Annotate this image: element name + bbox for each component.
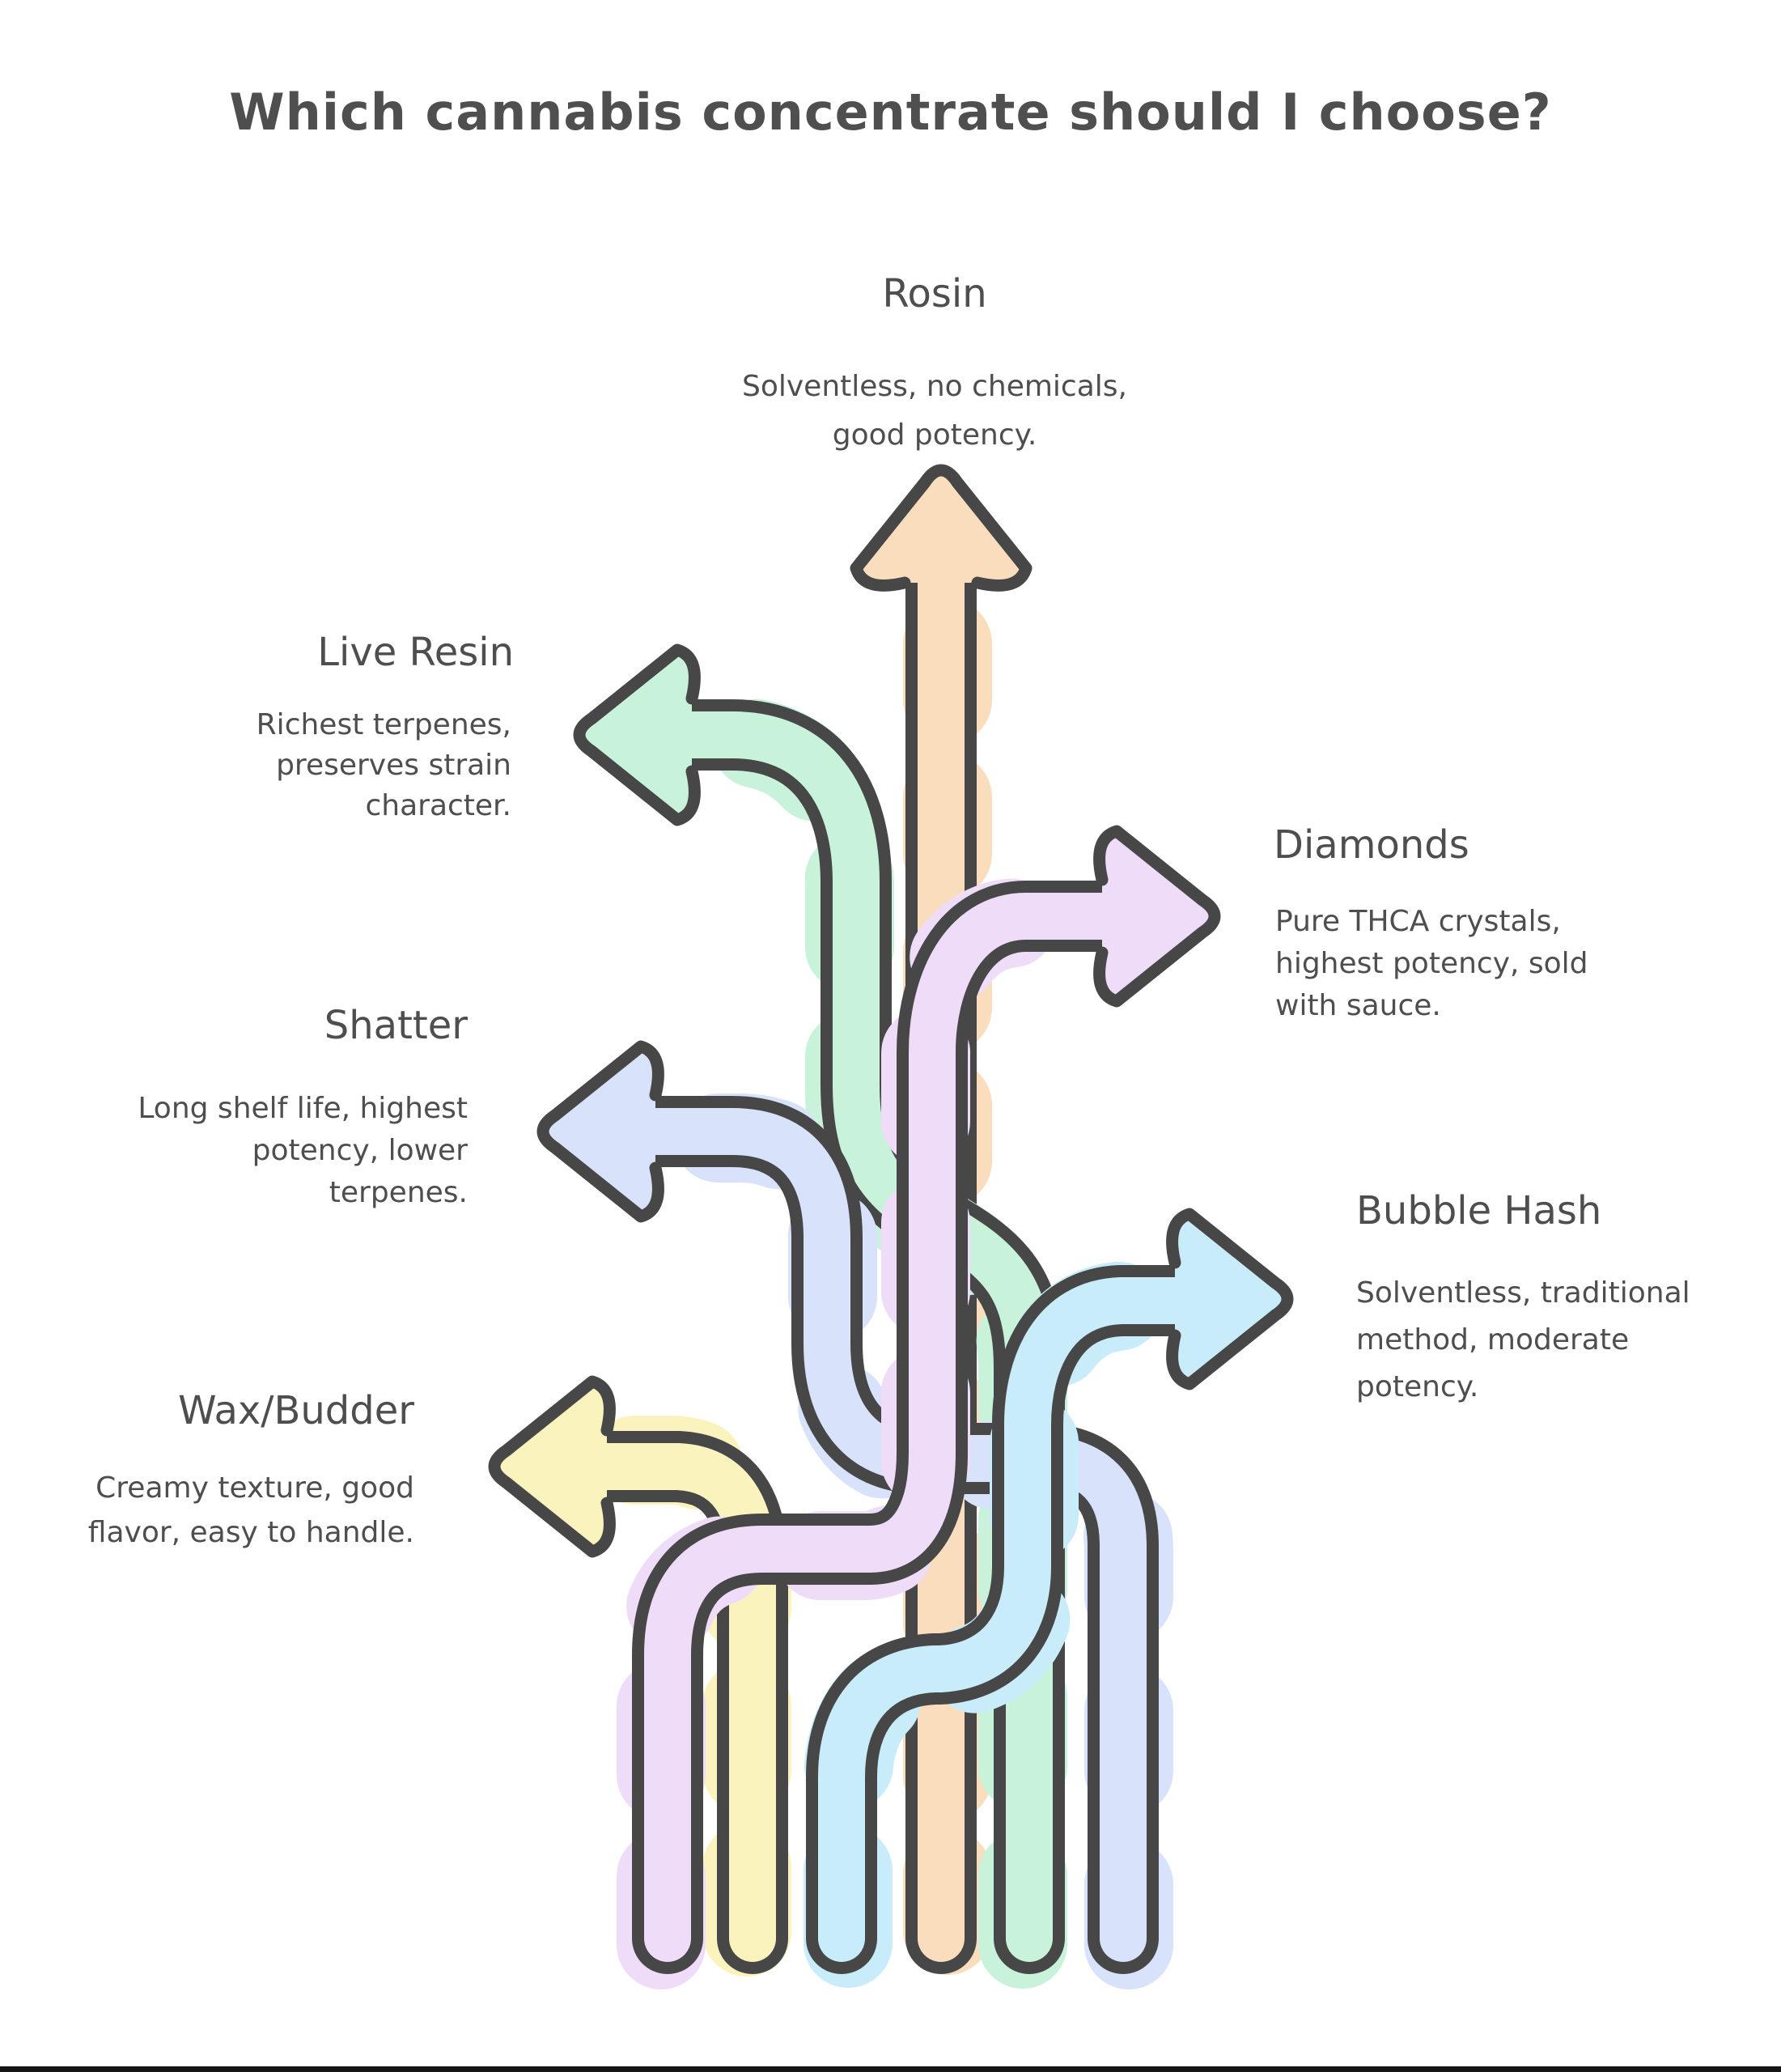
- bubble-hash-arrow: [804, 1214, 1287, 1988]
- desc-line: Solventless, no chemicals,: [742, 370, 1127, 403]
- desc-line: Solventless, traditional: [1356, 1276, 1690, 1310]
- desc-line: Creamy texture, good: [95, 1471, 414, 1505]
- shatter-arrow: [543, 1047, 1173, 1989]
- desc-line: Long shelf life, highest: [138, 1092, 468, 1125]
- desc-line: Richest terpenes,: [256, 708, 511, 741]
- desc-line: good potency.: [832, 418, 1037, 452]
- bubble-hash-ribbon: [818, 1277, 1198, 1962]
- bubble-hash-arrowhead-icon: [1172, 1214, 1287, 1384]
- desc-line: preserves strain: [276, 749, 511, 782]
- live-resin-arrowhead-icon: [579, 650, 694, 820]
- label-bubble-hash-desc: Solventless, traditional method, moderat…: [1356, 1270, 1690, 1411]
- page-title: Which cannabis concentrate should I choo…: [229, 83, 1552, 142]
- wax-budder-arrowhead-icon: [494, 1382, 609, 1552]
- live-resin-arrow: [579, 650, 1067, 1989]
- desc-line: method, moderate: [1356, 1323, 1630, 1357]
- diamonds-arrowhead-icon: [1100, 831, 1215, 1001]
- label-wax-budder: Wax/Budder: [178, 1388, 414, 1433]
- desc-line: character.: [365, 789, 511, 822]
- desc-line: potency.: [1356, 1370, 1479, 1403]
- rosin-arrowhead-icon: [856, 470, 1026, 585]
- diamonds-ribbon: [644, 893, 1126, 1962]
- label-shatter-desc: Long shelf life, highest potency, lower …: [138, 1088, 468, 1214]
- label-live-resin: Live Resin: [317, 630, 514, 675]
- desc-line: potency, lower: [252, 1134, 468, 1167]
- shatter-ribbon: [632, 1108, 1147, 1962]
- desc-line: with sauce.: [1275, 989, 1441, 1022]
- label-shatter: Shatter: [324, 1003, 468, 1048]
- desc-line: highest potency, sold: [1275, 947, 1588, 980]
- diamonds-arrow: [617, 831, 1215, 1989]
- label-diamonds: Diamonds: [1274, 822, 1469, 868]
- label-rosin: Rosin: [882, 271, 987, 316]
- image-bottom-border: [0, 2066, 1781, 2072]
- desc-line: Pure THCA crystals,: [1275, 905, 1561, 938]
- label-wax-budder-desc: Creamy texture, good flavor, easy to han…: [88, 1466, 414, 1555]
- desc-line: flavor, easy to handle.: [87, 1516, 414, 1549]
- shatter-arrowhead-icon: [543, 1047, 658, 1216]
- label-live-resin-desc: Richest terpenes, preserves strain chara…: [257, 705, 511, 826]
- live-resin-ribbon: [668, 711, 1053, 1962]
- label-diamonds-desc: Pure THCA crystals, highest potency, sol…: [1275, 901, 1588, 1027]
- label-bubble-hash: Bubble Hash: [1356, 1188, 1602, 1233]
- label-rosin-desc: Solventless, no chemicals, good potency.: [651, 363, 1218, 460]
- desc-line: terpenes.: [329, 1176, 468, 1209]
